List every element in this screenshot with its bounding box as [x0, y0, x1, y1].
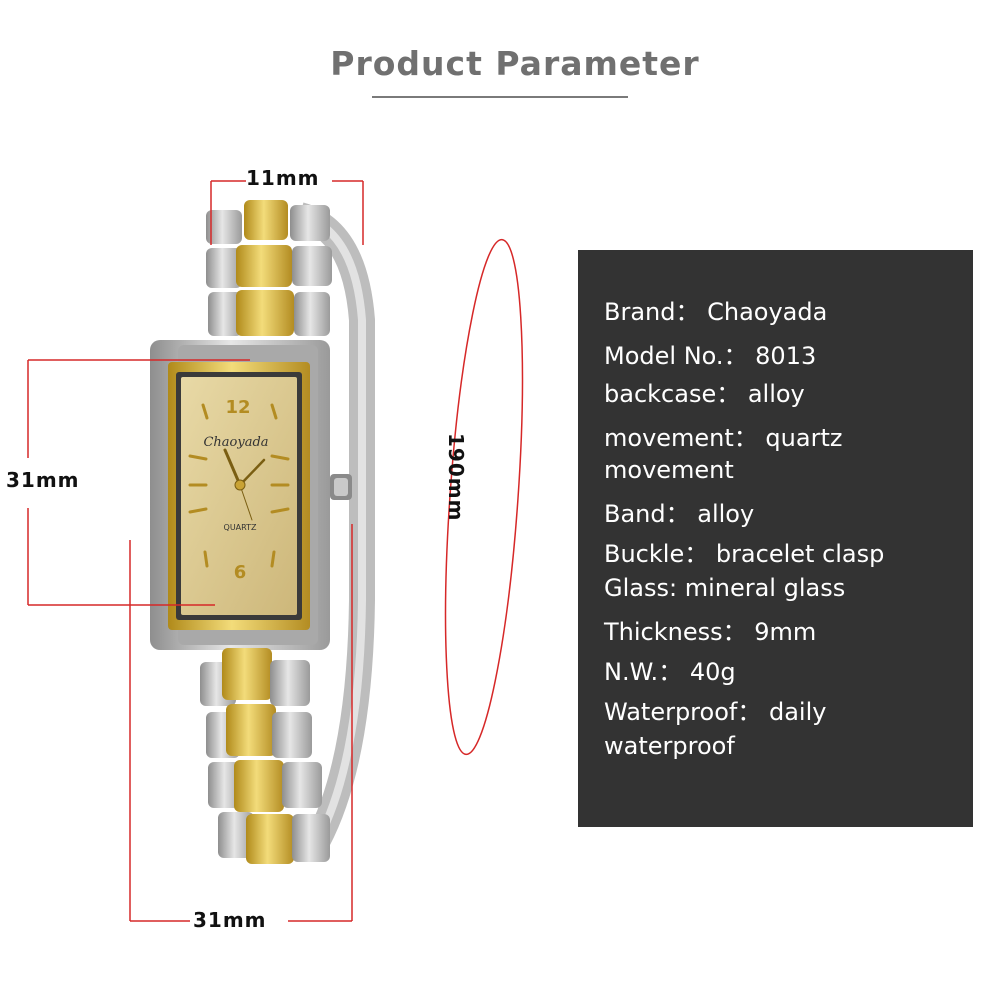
spec-glass: Glass: mineral glass	[604, 574, 846, 602]
spec-weight: N.W.： 40g	[604, 658, 736, 686]
numeral-6: 6	[234, 562, 247, 583]
title-underline	[372, 96, 628, 98]
watch-band-back	[295, 202, 375, 847]
spec-backcase: backcase： alloy	[604, 380, 805, 408]
spec-brand: Brand： Chaoyada	[604, 298, 828, 326]
spec-movement: movement： quartz	[604, 424, 843, 452]
watch-case	[150, 340, 352, 650]
spec-band: Band： alloy	[604, 500, 755, 528]
spec-thickness: Thickness： 9mm	[604, 618, 817, 646]
dial-brand: Chaoyada	[203, 435, 268, 450]
spec-movement-cont: movement	[604, 456, 734, 484]
spec-model: Model No.： 8013	[604, 342, 817, 370]
spec-waterproof-cont: waterproof	[604, 732, 735, 760]
numeral-12: 12	[225, 397, 250, 418]
width-top-label: 11mm	[246, 166, 320, 190]
spec-panel: Brand： Chaoyada Model No.： 8013 backcase…	[578, 250, 973, 827]
circumference-label: 190mm	[444, 433, 468, 522]
width-bottom-label: 31mm	[193, 908, 267, 932]
dial-quartz-label: QUARTZ	[224, 523, 257, 532]
watch-dial: 12 6 Chaoyada QUARTZ	[188, 397, 290, 583]
page-title: Product Parameter	[330, 44, 700, 83]
watch-band-lower	[200, 648, 330, 864]
spec-waterproof: Waterproof： daily	[604, 698, 827, 726]
watch-band-upper	[206, 200, 332, 336]
measurement-lines	[27, 180, 524, 922]
height-left-label: 31mm	[6, 468, 80, 492]
spec-buckle: Buckle： bracelet clasp	[604, 540, 885, 568]
